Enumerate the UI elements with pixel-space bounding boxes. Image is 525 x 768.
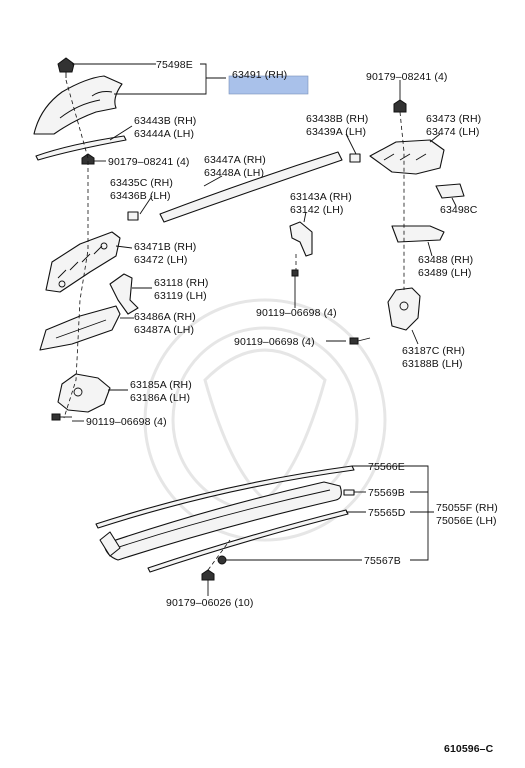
seal-63443b [35,135,127,161]
leg-63473 [369,139,445,175]
pad-63498c [435,183,465,199]
highlight-box[interactable] [228,75,309,95]
label-75567b[interactable]: 75567B [364,555,401,567]
base-63185a [57,373,111,413]
clip-63438b [349,153,361,163]
label-90179-06026[interactable]: 90179–06026 (10) [166,597,253,609]
label-63185a[interactable]: 63185A (RH) [130,379,192,391]
label-75565d[interactable]: 75565D [368,507,406,519]
bolt-90119-06698-right [349,337,371,345]
label-63142[interactable]: 63142 (LH) [290,204,344,216]
label-63474[interactable]: 63474 (LH) [426,126,480,138]
label-75055f[interactable]: 75055F (RH) [436,502,498,514]
cover-63488 [391,225,445,243]
leg-63471b [45,231,121,293]
label-63186a[interactable]: 63186A (LH) [130,392,190,404]
label-90179-08241-top[interactable]: 90179–08241 (4) [366,71,448,83]
label-90119-06698-mid[interactable]: 90119–06698 (4) [256,307,337,319]
label-63491[interactable]: 63491 (RH) [232,69,287,81]
roof-rail-assembly [95,465,355,573]
part-labels: 75498E 63491 (RH) 90179–08241 (4) 63443B… [86,59,498,755]
label-63188b[interactable]: 63188B (LH) [402,358,463,370]
label-75498e[interactable]: 75498E [156,59,193,71]
base-63187c [387,287,421,331]
nut-90179-08241-top [393,99,407,113]
label-63447a[interactable]: 63447A (RH) [204,154,266,166]
label-63439a[interactable]: 63439A (LH) [306,126,366,138]
cover-63486a [39,305,121,351]
alignment-line-right [399,111,405,290]
rail-63447a [159,151,343,223]
label-63487a[interactable]: 63487A (LH) [134,324,194,336]
label-75056e[interactable]: 75056E (LH) [436,515,497,527]
clip-75498e [57,57,75,78]
label-63488[interactable]: 63488 (RH) [418,254,473,266]
label-63486a[interactable]: 63486A (RH) [134,311,196,323]
label-75566e[interactable]: 75566E [368,461,405,473]
diagram-code: 610596–C [444,743,494,755]
label-75569b[interactable]: 75569B [368,487,405,499]
label-63119[interactable]: 63119 (LH) [154,290,207,302]
label-90179-08241-left[interactable]: 90179–08241 (4) [108,156,190,168]
label-90119-06698-left[interactable]: 90119–06698 (4) [86,416,167,428]
label-63498c[interactable]: 63498C [440,204,478,216]
label-63473[interactable]: 63473 (RH) [426,113,481,125]
label-63444a[interactable]: 63444A (LH) [134,128,194,140]
clip-63435c [127,211,139,221]
nut-90179-06026 [201,539,231,581]
bolt-90119-06698-mid [291,269,299,290]
label-63143a[interactable]: 63143A (RH) [290,191,352,203]
label-63471b[interactable]: 63471B (RH) [134,241,196,253]
label-63472[interactable]: 63472 (LH) [134,254,188,266]
bracket-63118 [109,273,139,315]
leader-lines [72,63,457,596]
label-90119-06698-right[interactable]: 90119–06698 (4) [234,336,315,348]
bracket-63143a [289,221,313,257]
label-63118[interactable]: 63118 (RH) [154,277,209,289]
label-63187c[interactable]: 63187C (RH) [402,345,465,357]
bolt-90119-06698-left [51,413,72,421]
alignment-line-left [63,79,89,419]
cover-63491 [33,75,123,135]
label-63436b[interactable]: 63436B (LH) [110,190,171,202]
label-63489[interactable]: 63489 (LH) [418,267,472,279]
label-63448a[interactable]: 63448A (LH) [204,167,264,179]
label-63435c[interactable]: 63435C (RH) [110,177,173,189]
label-63438b[interactable]: 63438B (RH) [306,113,368,125]
label-63443b[interactable]: 63443B (RH) [134,115,196,127]
